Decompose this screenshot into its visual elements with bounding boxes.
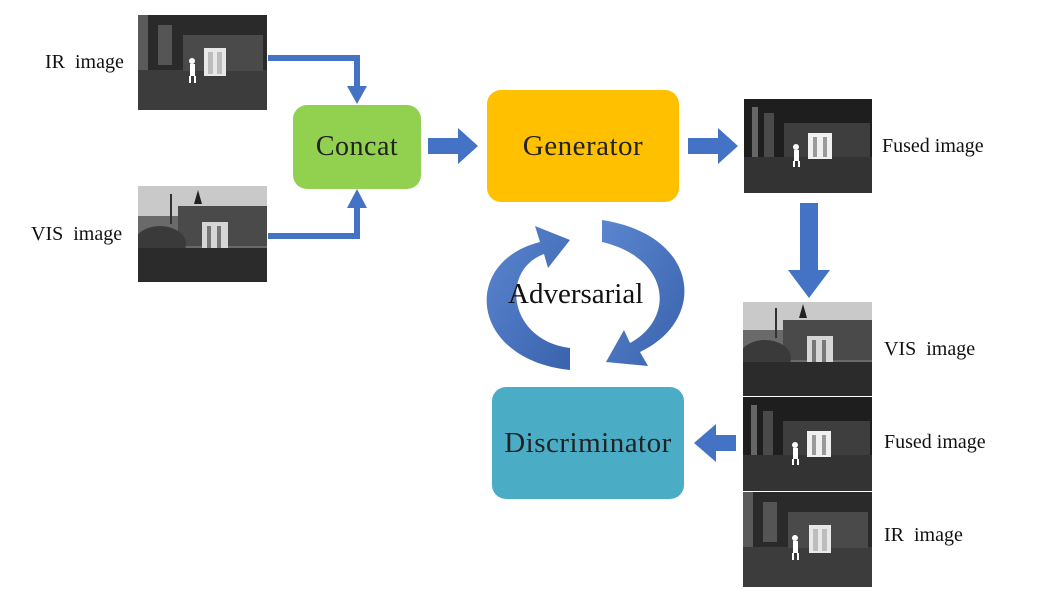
fused-image-label-right: Fused image: [884, 431, 986, 453]
fused-image-thumbnail-right: [743, 397, 872, 491]
thermal-infrared-photo-icon: [138, 15, 267, 110]
ir-image-label-left: IR image: [45, 51, 124, 73]
generator-label: Generator: [522, 129, 644, 162]
arrow-vis-to-concat-head: [347, 189, 367, 208]
adversarial-arrow-right: [602, 220, 685, 366]
fused-photo-icon: [744, 99, 872, 193]
arrow-concat-to-generator: [428, 128, 478, 164]
arrow-vis-to-concat: [268, 204, 360, 239]
concat-box: Concat: [293, 105, 421, 189]
arrow-to-discriminator: [694, 424, 736, 462]
arrow-ir-to-concat: [268, 55, 360, 90]
adversarial-label: Adversarial: [508, 278, 644, 310]
discriminator-label: Discriminator: [504, 426, 672, 459]
ir-image-thumbnail: [138, 15, 267, 110]
visible-light-photo-icon: [743, 302, 872, 396]
fused-image-label-top: Fused image: [882, 135, 984, 157]
vis-image-thumbnail: [138, 186, 267, 282]
fused-photo-icon: [743, 397, 872, 491]
ir-image-thumbnail-right: [743, 492, 872, 587]
vis-image-label-right: VIS image: [884, 338, 976, 360]
arrow-ir-to-concat-head: [347, 86, 367, 104]
fused-image-thumbnail-top: [744, 99, 872, 193]
arrow-generator-to-fused: [688, 128, 738, 164]
adversarial-arrow-left: [486, 226, 570, 370]
discriminator-box: Discriminator: [492, 387, 684, 499]
arrow-fused-down: [788, 203, 830, 298]
generator-box: Generator: [487, 90, 679, 202]
vis-image-thumbnail-right: [743, 302, 872, 396]
thermal-infrared-photo-icon: [743, 492, 872, 587]
concat-label: Concat: [315, 131, 399, 162]
visible-light-photo-icon: [138, 186, 267, 282]
ir-image-label-right: IR image: [884, 524, 963, 546]
vis-image-label-left: VIS image: [31, 223, 123, 245]
